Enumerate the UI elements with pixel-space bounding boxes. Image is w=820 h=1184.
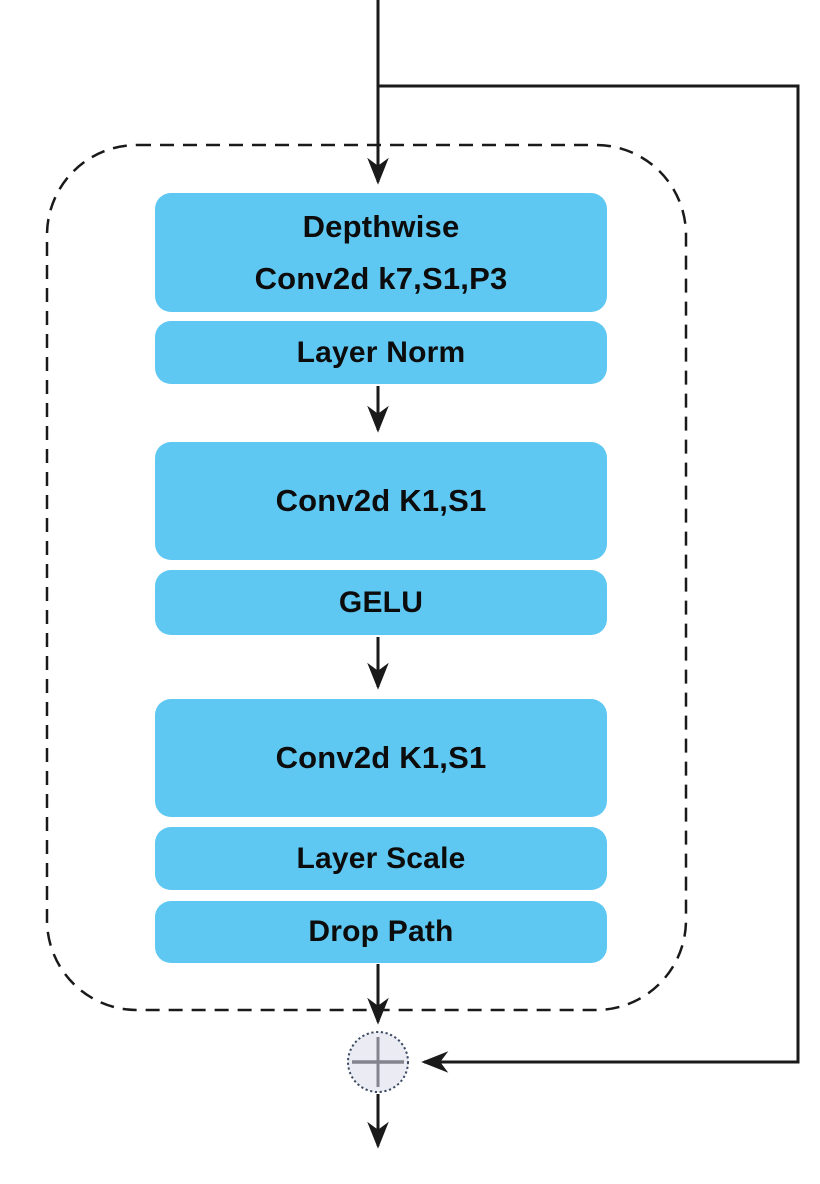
- plus-icon: [352, 1037, 404, 1087]
- block-conv2d-expand: Conv2d K1,S1: [155, 442, 607, 560]
- skip-connection-line: [378, 84, 800, 1073]
- block-conv2d-project: Conv2d K1,S1: [155, 699, 607, 817]
- block-layer-norm: Layer Norm: [155, 321, 607, 384]
- block-drop-path: Drop Path: [155, 901, 607, 963]
- block-layer-scale: Layer Scale: [155, 827, 607, 890]
- block-gelu: GELU: [155, 570, 607, 635]
- block-depthwise-conv2d: Depthwise Conv2d k7,S1,P3: [155, 193, 607, 312]
- add-operator: [347, 1031, 409, 1093]
